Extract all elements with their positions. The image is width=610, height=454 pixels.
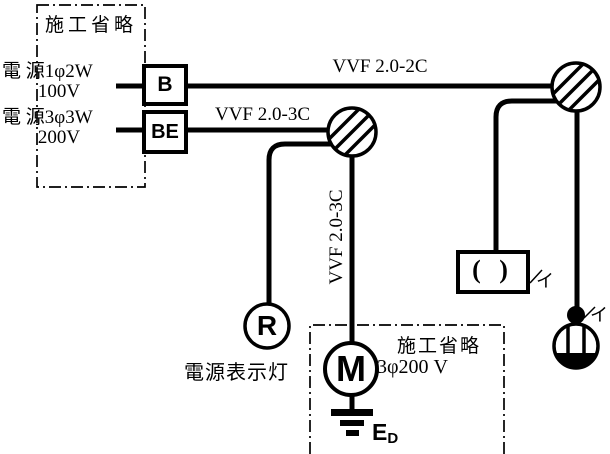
indicator-lamp-label: 電源表示灯 <box>184 362 289 384</box>
indicator-lamp-symbol: R <box>256 310 278 341</box>
omission-top-label: 施工省略 <box>44 15 137 36</box>
ground-label-sub: D <box>387 430 399 447</box>
source2-voltage: 200V <box>37 127 81 148</box>
switch-dot-icon <box>567 306 585 324</box>
source2-label: 電 源3φ3W 200V <box>2 108 116 148</box>
ground-label: ED <box>372 419 398 447</box>
cable-label-top: VVF 2.0-2C <box>332 56 428 77</box>
ceiling-rosette-symbol: ( ) <box>472 255 514 284</box>
source1-line1: 電 源1φ2W <box>2 61 93 82</box>
switch-branch-mark: イ <box>590 305 608 325</box>
breaker-be-label: BE <box>151 120 179 143</box>
wire-junction-to-indicator <box>266 141 344 305</box>
indicator-lamp-icon <box>243 302 291 350</box>
cable-label-vertical: VVF 2.0-3C <box>326 189 347 285</box>
junction-box-right-icon <box>550 61 602 113</box>
breaker-be-box <box>142 110 188 154</box>
source2-line1: 電 源3φ3W <box>2 107 93 128</box>
breaker-b-label: B <box>157 73 173 96</box>
omission-box-bottom-border <box>309 324 505 454</box>
switch-mark-leader <box>583 306 596 319</box>
wire-junction-to-rosette <box>493 98 560 252</box>
ground-icon <box>331 395 373 436</box>
cable-label-branch: VVF 2.0-3C <box>214 104 310 125</box>
ground-label-main: E <box>372 419 388 445</box>
rosette-mark-leader <box>529 269 543 284</box>
pendant-lamp-icon <box>552 322 600 370</box>
motor-rating: 3φ200 V <box>377 356 448 378</box>
source1-voltage: 100V <box>37 81 81 102</box>
omission-bottom-label: 施工省略 <box>397 336 482 357</box>
junction-box-left-icon <box>326 106 378 158</box>
breaker-b-box <box>142 64 188 106</box>
ceiling-rosette-icon <box>456 250 530 294</box>
rosette-branch-mark: イ <box>536 271 554 291</box>
source1-label: 電 源1φ2W 100V <box>2 62 116 102</box>
wires <box>116 83 580 344</box>
motor-symbol: M <box>336 348 366 389</box>
